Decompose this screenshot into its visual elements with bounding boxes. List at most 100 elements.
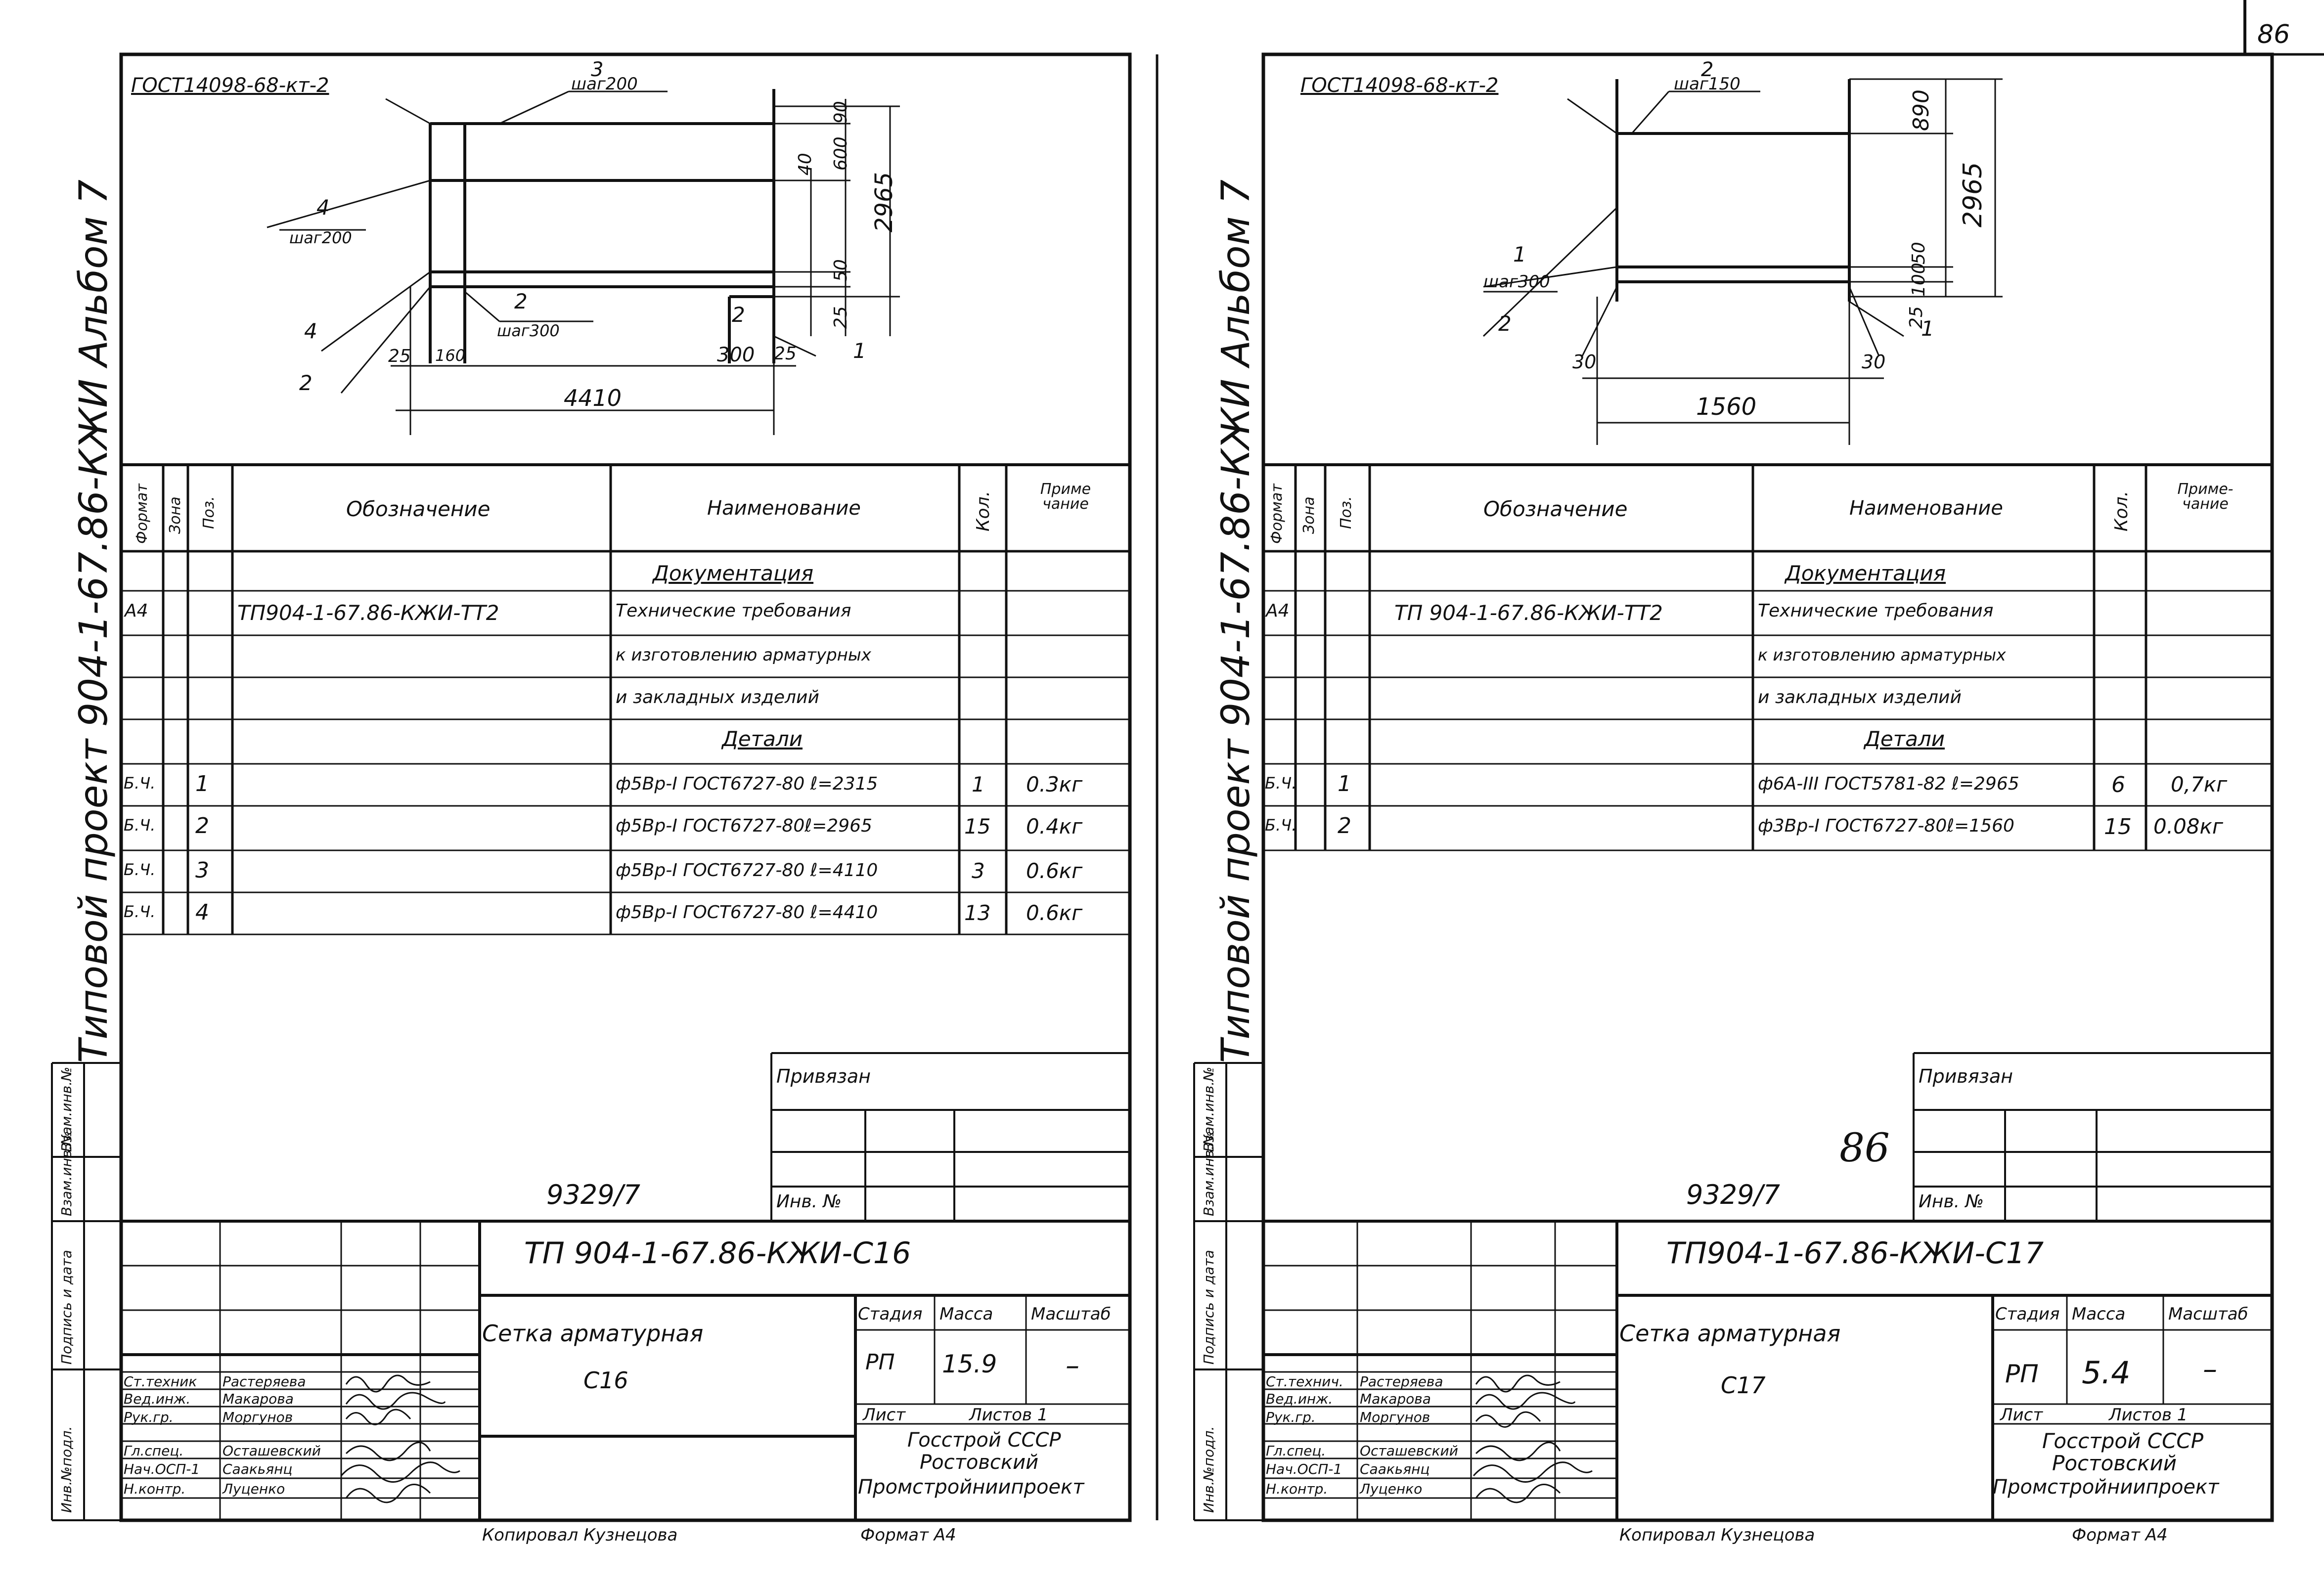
c17-scale: –	[2203, 1352, 2217, 1386]
c16-row-4-name: Детали	[722, 727, 803, 751]
c16-staff-role-2: Вед.инж.	[124, 1391, 191, 1407]
c16-stage: РП	[865, 1350, 895, 1375]
c16-row-5-qty: 1	[972, 772, 985, 796]
c16-org-1: Госстрой СССР	[907, 1429, 1061, 1452]
c17-row-6-name: ф3Вр-I ГОСТ6727-80ℓ=1560	[1758, 816, 2014, 836]
c16-gost-ref: ГОСТ14098-68-кт-2	[131, 74, 329, 97]
c17-row-5-pos: 1	[1338, 771, 1351, 796]
c17-row-2-name: к изготовлению арматурных	[1758, 645, 2006, 664]
c16-staff-role-5: Нач.ОСП-1	[124, 1461, 200, 1477]
c17-row-1-format: А4	[1266, 601, 1290, 621]
c16-scale-label: Масштаб	[1031, 1304, 1111, 1324]
c16-hdr-designation: Обозначение	[346, 497, 491, 521]
c16-row-7-name: ф5Вр-I ГОСТ6727-80 ℓ=4110	[616, 860, 878, 881]
c17-row-6-note: 0.08кг	[2153, 814, 2223, 838]
c16-dim-300: 300	[717, 344, 755, 366]
c17-staff-role-3: Рук.гр.	[1266, 1409, 1316, 1425]
c16-callout-pos2a: 2	[514, 289, 528, 313]
c16-dim-160: 160	[435, 346, 466, 365]
c16-staff-role-4: Гл.спец.	[124, 1443, 184, 1459]
c16-copied-by: Копировал Кузнецова	[482, 1525, 678, 1545]
c17-row-6-format: Б.Ч.	[1265, 816, 1297, 835]
c16-callout-step4: шаг200	[289, 228, 352, 247]
c16-staff-name-4: Осташевский	[223, 1443, 321, 1459]
c17-copied-by: Копировал Кузнецова	[1619, 1525, 1815, 1545]
c17-row-6-qty: 15	[2104, 814, 2132, 839]
c17-row-5-note: 0,7кг	[2171, 772, 2228, 796]
c17-title-line2: С17	[1721, 1372, 1766, 1399]
c16-row-7-pos: 3	[195, 858, 209, 883]
c17-format-label: Формат А4	[2072, 1525, 2168, 1545]
c16-row-8-pos: 4	[195, 900, 209, 925]
c16-dim-25-b: 25	[774, 344, 797, 364]
c17-staff-name-6: Луценко	[1360, 1481, 1423, 1497]
c17-row-5-qty: 6	[2111, 772, 2125, 797]
c16-stage-label: Стадия	[858, 1304, 923, 1324]
c17-staff-role-1: Ст.технич.	[1266, 1373, 1343, 1390]
c16-row-5-name: ф5Вр-I ГОСТ6727-80 ℓ=2315	[616, 774, 878, 794]
c16-dim-4410: 4410	[564, 385, 622, 411]
c16-row-8-note: 0.6кг	[1026, 901, 1083, 925]
c16-staff-name-6: Луценко	[223, 1481, 285, 1497]
c17-callout-step2: шаг150	[1674, 74, 1741, 94]
c17-gost-ref: ГОСТ14098-68-кт-2	[1300, 74, 1499, 97]
c16-row-8-name: ф5Вр-I ГОСТ6727-80 ℓ=4410	[616, 902, 878, 923]
c17-sheets-label: Листов 1	[2109, 1405, 2188, 1425]
c16-row-5-note: 0.3кг	[1026, 772, 1083, 796]
c17-mass-label: Масса	[2072, 1304, 2126, 1324]
c17-staff-role-2: Вед.инж.	[1266, 1391, 1333, 1407]
c16-callout-pos1: 1	[853, 339, 866, 363]
c17-callout-pos2a: 2	[1701, 58, 1714, 81]
c17-staff-name-2: Макарова	[1360, 1391, 1431, 1407]
c16-callout-step3: шаг200	[571, 74, 638, 94]
c17-staff-role-4: Гл.спец.	[1266, 1443, 1326, 1459]
c16-staff-name-3: Моргунов	[223, 1409, 293, 1425]
c16-staff-name-2: Макарова	[223, 1391, 294, 1407]
c17-dim-1560: 1560	[1696, 393, 1757, 421]
c17-callout-pos1b: 1	[1921, 316, 1934, 341]
c16-staff-role-6: Н.контр.	[124, 1481, 186, 1497]
page-number: 86	[2257, 20, 2290, 49]
c16-callout-pos2b: 2	[299, 371, 313, 395]
c17-hdr-note: Приме-чание	[2177, 481, 2234, 513]
c17-sheet-ref: 9329/7	[1686, 1179, 1780, 1210]
c17-row-5-name: ф6А-III ГОСТ5781-82 ℓ=2965	[1758, 774, 2019, 794]
c17-staff-role-5: Нач.ОСП-1	[1266, 1461, 1342, 1477]
c17-row-5-format: Б.Ч.	[1265, 774, 1297, 793]
c17-dim-30-a: 30	[1572, 351, 1597, 373]
c16-staff-name-1: Растеряева	[223, 1373, 306, 1390]
c17-row-4-name: Детали	[1864, 727, 1945, 751]
c16-row-6-pos: 2	[195, 813, 209, 838]
c17-row-doc-name: Документация	[1785, 561, 1946, 585]
c16-row-7-format: Б.Ч.	[124, 860, 156, 879]
c17-sheet-label: Лист	[2000, 1405, 2043, 1425]
c16-row-7-qty: 3	[972, 859, 985, 883]
c16-callout-pos4b: 4	[304, 319, 317, 343]
c16-org-3: Промстройниипроект	[858, 1476, 1084, 1499]
c16-sheet-label: Лист	[863, 1405, 906, 1425]
c16-callout-pos3: 3	[591, 58, 604, 81]
c16-privyazan-label: Привязан	[776, 1065, 871, 1087]
c17-handwritten-number: 86	[1839, 1125, 1890, 1171]
c16-title-line1: Сетка арматурная	[482, 1320, 704, 1347]
c16-mass-label: Масса	[939, 1304, 993, 1324]
c17-row-6-pos: 2	[1338, 813, 1351, 838]
c17-mass: 5.4	[2082, 1355, 2131, 1391]
c17-dim-30-b: 30	[1862, 351, 1886, 373]
c17-callout-step1: шаг300	[1483, 272, 1550, 292]
c16-hdr-name: Наименование	[707, 497, 861, 520]
c16-scale: –	[1066, 1350, 1079, 1382]
c17-title-line1: Сетка арматурная	[1619, 1320, 1841, 1347]
c17-row-1-designation: ТП 904-1-67.86-КЖИ-ТТ2	[1394, 601, 1663, 625]
c17-callout-pos1a: 1	[1513, 242, 1526, 266]
c16-designation: ТП 904-1-67.86-КЖИ-С16	[524, 1236, 911, 1271]
c17-row-3-name: и закладных изделий	[1758, 687, 1962, 707]
c16-row-1-format: А4	[125, 601, 148, 621]
c16-row-3-name: и закладных изделий	[616, 687, 819, 707]
c16-dim-25-a: 25	[388, 346, 411, 366]
c17-staff-name-3: Моргунов	[1360, 1409, 1430, 1425]
c17-row-1-name: Технические требования	[1758, 601, 1994, 621]
c16-row-8-format: Б.Ч.	[124, 902, 156, 921]
c17-hdr-name: Наименование	[1849, 497, 2003, 520]
